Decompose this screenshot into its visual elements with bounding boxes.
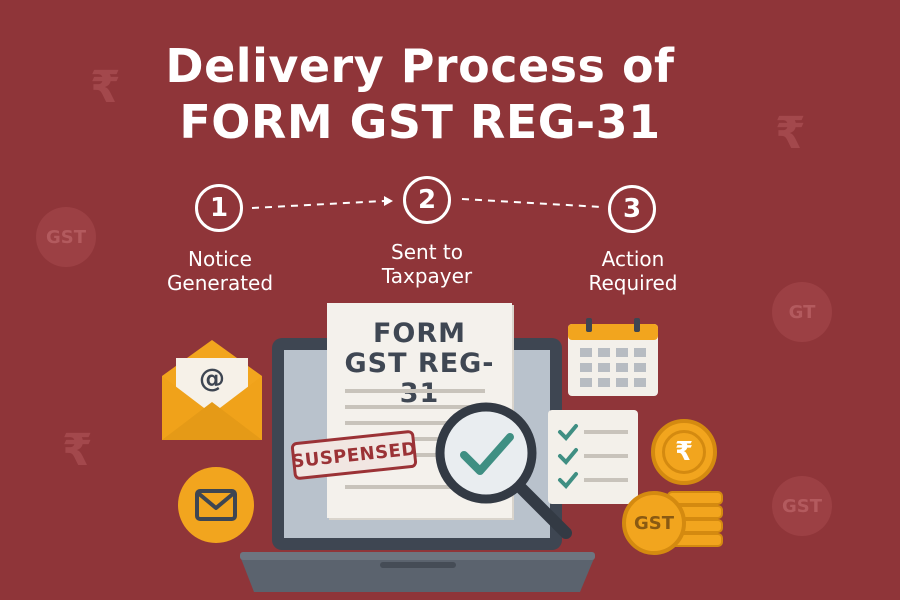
step-1-label-line-2: Generated: [166, 271, 274, 295]
document-title-line-1: FORM: [372, 318, 467, 349]
document-title-line-2: GST REG-31: [344, 348, 495, 409]
step-1-label: Notice Generated: [140, 247, 300, 295]
document-title: FORM GST REG-31: [327, 319, 512, 409]
step-3-label-line-1: Action: [601, 247, 665, 271]
gst-coin-label: GST: [633, 512, 675, 534]
step-2-circle: 2: [403, 176, 451, 224]
step-2-label-line-2: Taxpayer: [381, 264, 473, 288]
mail-circle-icon: [178, 467, 254, 543]
at-sign-icon: @: [199, 364, 225, 394]
rupee-icon: ₹: [662, 430, 706, 474]
email-envelope-icon: [162, 340, 262, 440]
step-1-number: 1: [209, 193, 229, 223]
title-line-2: FORM GST REG-31: [179, 95, 661, 149]
page-title: Delivery Process of FORM GST REG-31: [0, 38, 840, 150]
bg-rupee-icon: ₹: [775, 108, 806, 159]
checkmark-icon: [460, 433, 514, 475]
bg-gst-badge: GST: [36, 207, 96, 267]
bg-gst-badge: GT: [772, 282, 832, 342]
magnifier-icon: [435, 402, 572, 539]
arrow-head-icon: [384, 196, 393, 206]
step-2-label: Sent to Taxpayer: [347, 240, 507, 288]
step-3-label: Action Required: [553, 247, 713, 295]
bg-rupee-icon: ₹: [62, 425, 93, 476]
bg-gst-badge: GST: [772, 476, 832, 536]
step-2-label-line-1: Sent to: [391, 240, 463, 264]
checklist-icon: [548, 410, 638, 504]
step-3-number: 3: [622, 194, 642, 224]
step-1-label-line-1: Notice: [188, 247, 252, 271]
bg-rupee-icon: ₹: [90, 62, 121, 113]
rupee-coin: ₹: [651, 419, 717, 485]
step-3-label-line-2: Required: [588, 271, 678, 295]
step-3-circle: 3: [608, 185, 656, 233]
gst-coin: GST: [622, 491, 686, 555]
title-line-1: Delivery Process of: [165, 39, 675, 93]
step-1-circle: 1: [195, 184, 243, 232]
step-2-number: 2: [417, 185, 437, 215]
calendar-icon: [568, 318, 658, 396]
stamp-text: SUSPENSED: [290, 437, 418, 473]
